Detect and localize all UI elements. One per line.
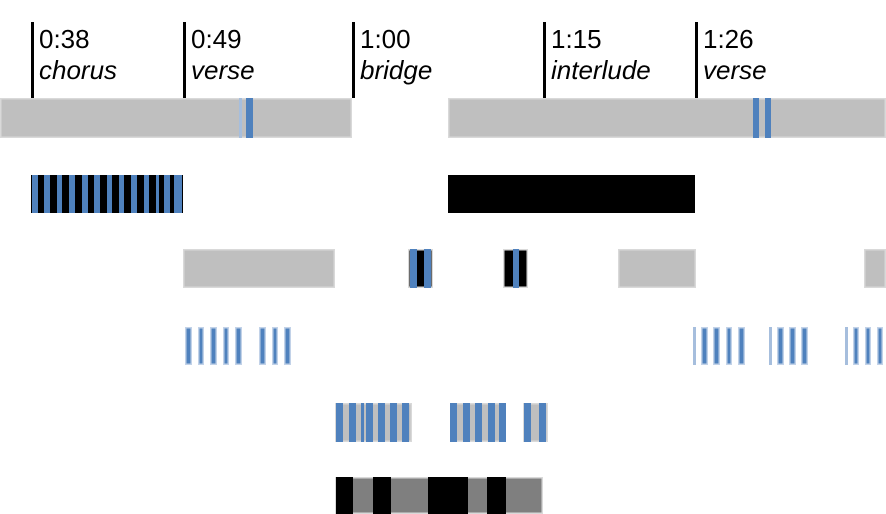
pattern-stripe	[753, 98, 759, 138]
time-tick	[543, 22, 546, 98]
pattern-stripe	[118, 175, 124, 213]
row-3-segment	[503, 249, 528, 288]
pattern-stripe	[164, 175, 170, 213]
row-4-segment	[284, 327, 291, 365]
row-4-segment	[769, 327, 772, 365]
row-4-segment	[693, 327, 696, 365]
pattern-stripe	[428, 477, 468, 514]
time-tick	[695, 22, 698, 98]
time-label: 1:00	[360, 24, 411, 54]
pattern-stripe	[69, 175, 75, 213]
row-4-segment	[876, 327, 883, 365]
pattern-stripe	[336, 477, 353, 514]
time-tick	[183, 22, 186, 98]
pattern-stripe	[44, 175, 50, 213]
pattern-stripe	[81, 175, 88, 213]
pattern-stripe	[765, 98, 771, 138]
pattern-stripe	[524, 403, 531, 442]
row-4-segment	[235, 327, 242, 365]
time-label: 1:26	[703, 24, 754, 54]
section-label: bridge	[360, 55, 433, 85]
pattern-stripe	[94, 175, 100, 213]
row-3-segment	[183, 249, 335, 288]
pattern-stripe	[475, 403, 482, 442]
time-tick	[31, 22, 34, 98]
pattern-stripe	[143, 175, 149, 213]
row-4-segment	[801, 327, 808, 365]
row-3-segment	[618, 249, 696, 288]
section-label: chorus	[39, 55, 118, 85]
row-4-segment	[789, 327, 796, 365]
row-4-segment	[197, 327, 204, 365]
pattern-stripe	[410, 249, 417, 288]
row-4-segment	[864, 327, 871, 365]
section-label: verse	[191, 55, 255, 85]
row-4-segment	[852, 327, 859, 365]
pattern-stripe	[131, 175, 137, 213]
row-4-segment	[777, 327, 784, 365]
pattern-stripe	[462, 403, 470, 442]
pattern-stripe	[513, 249, 519, 288]
time-tick	[352, 22, 355, 98]
time-label: 1:15	[551, 24, 602, 54]
row-4-segment	[738, 327, 745, 365]
row-4-segment	[725, 327, 732, 365]
row-4-segment	[845, 327, 848, 365]
pattern-stripe	[349, 403, 356, 442]
row-5-segment	[335, 403, 412, 442]
time-label: 0:38	[39, 24, 90, 54]
time-label: 0:49	[191, 24, 242, 54]
pattern-stripe	[377, 403, 385, 442]
pattern-stripe	[174, 175, 182, 213]
section-label: verse	[703, 55, 767, 85]
row-4-segment	[222, 327, 229, 365]
row-4-segment	[271, 327, 278, 365]
pattern-stripe	[365, 403, 373, 442]
pattern-stripe	[450, 403, 457, 442]
row-1-segment	[0, 98, 352, 138]
pattern-stripe	[106, 175, 112, 213]
pattern-stripe	[239, 98, 242, 138]
pattern-stripe	[373, 477, 391, 514]
pattern-stripe	[499, 403, 506, 442]
row-4-segment	[701, 327, 708, 365]
pattern-stripe	[155, 175, 159, 213]
row-3-segment	[864, 249, 886, 288]
row-4-segment	[185, 327, 192, 365]
pattern-stripe	[424, 249, 431, 288]
row-2-segment	[31, 175, 183, 213]
row-3-segment	[408, 249, 433, 288]
row-1-segment	[448, 98, 886, 138]
row-2-segment	[448, 175, 695, 213]
pattern-stripe	[361, 403, 364, 442]
pattern-stripe	[56, 175, 62, 213]
pattern-stripe	[401, 403, 409, 442]
row-4-segment	[713, 327, 720, 365]
pattern-stripe	[487, 403, 495, 442]
section-label: interlude	[551, 55, 651, 85]
row-4-segment	[210, 327, 217, 365]
pattern-stripe	[31, 175, 38, 213]
pattern-stripe	[487, 477, 506, 514]
row-6-segment	[335, 477, 543, 514]
row-5-segment	[450, 403, 506, 442]
pattern-stripe	[539, 403, 546, 442]
row-5-segment	[523, 403, 548, 442]
pattern-stripe	[389, 403, 397, 442]
pattern-stripe	[336, 403, 343, 442]
pattern-stripe	[246, 98, 253, 138]
row-4-segment	[259, 327, 266, 365]
